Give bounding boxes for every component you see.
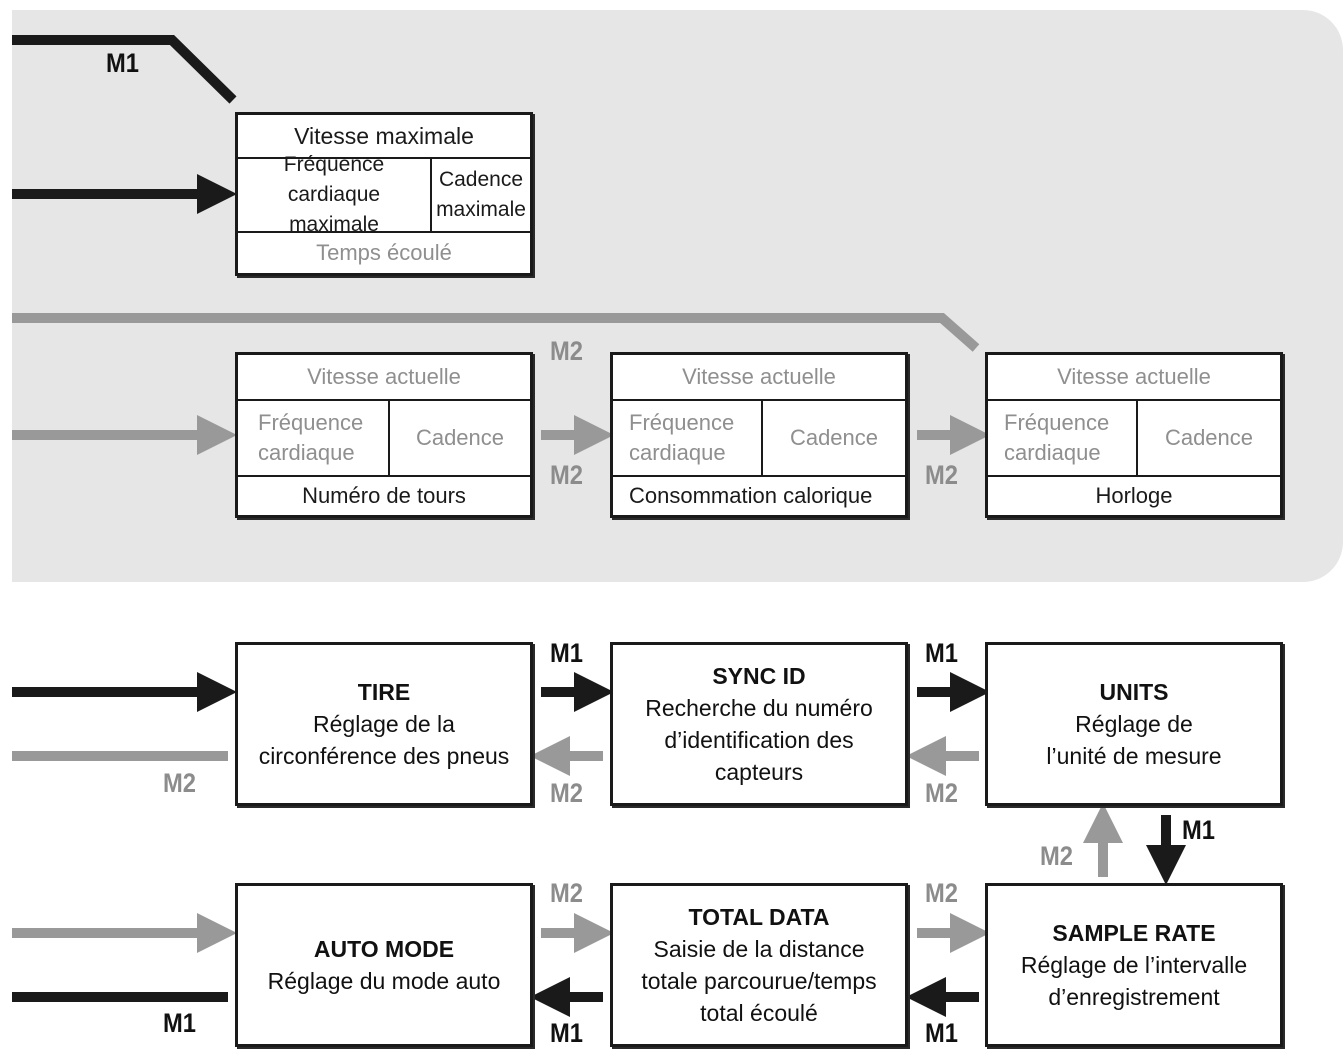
- m2-label: M2: [550, 878, 584, 908]
- current-screen-clock: Vitesse actuelle Fréquence cardiaque Cad…: [985, 352, 1283, 518]
- max-speed-field: Vitesse maximale: [294, 123, 474, 149]
- m2-label: M2: [550, 778, 584, 808]
- m2-label: M2: [550, 336, 584, 366]
- m2-label: M2: [925, 878, 959, 908]
- units-title: UNITS: [1099, 679, 1169, 705]
- m2-label: M2: [163, 768, 197, 798]
- sync-id-description: Recherche du numéro d’identification des…: [645, 695, 873, 785]
- sample-rate-setting-box: SAMPLE RATE Réglage de l’intervalle d’en…: [985, 883, 1283, 1047]
- m2-label: M2: [550, 460, 584, 490]
- heart-rate-field: Fréquence cardiaque: [1004, 410, 1110, 465]
- auto-mode-setting-box: AUTO MODE Réglage du mode auto: [235, 883, 533, 1047]
- calorie-consumption-field: Consommation calorique: [629, 483, 873, 508]
- tire-title: TIRE: [357, 679, 411, 705]
- m2-label: M2: [925, 460, 959, 490]
- auto-mode-description: Réglage du mode auto: [267, 968, 501, 994]
- total-data-setting-box: TOTAL DATA Saisie de la distance totale …: [610, 883, 908, 1047]
- max-cadence-field: Cadence maximale: [436, 168, 526, 221]
- m1-label: M1: [550, 638, 584, 668]
- heart-rate-field: Fréquence cardiaque: [629, 410, 735, 465]
- sample-rate-description: Réglage de l’intervalle d’enregistrement: [1020, 952, 1248, 1010]
- m1-bent-line: [12, 35, 237, 104]
- tire-description: Réglage de la circonférence des pneus: [258, 711, 510, 769]
- current-speed-field: Vitesse actuelle: [307, 364, 461, 389]
- current-screen-calories: Vitesse actuelle Fréquence cardiaque Cad…: [610, 352, 908, 518]
- clock-field: Horloge: [1095, 483, 1173, 508]
- m1-label: M1: [925, 1018, 959, 1048]
- sync-id-setting-box: SYNC ID Recherche du numéro d’identifica…: [610, 642, 908, 806]
- auto-mode-title: AUTO MODE: [313, 936, 455, 962]
- cadence-field: Cadence: [789, 425, 879, 450]
- units-setting-box: UNITS Réglage de l’unité de mesure: [985, 642, 1283, 806]
- cadence-field: Cadence: [1164, 425, 1254, 450]
- sample-rate-title: SAMPLE RATE: [1052, 920, 1216, 946]
- m1-label: M1: [163, 1008, 197, 1038]
- m1-label: M1: [925, 638, 959, 668]
- m2-label: M2: [1040, 841, 1074, 871]
- cadence-field: Cadence: [415, 425, 505, 450]
- m2-label: M2: [925, 778, 959, 808]
- m1-label: M1: [1182, 815, 1216, 845]
- m2-bent-line: [12, 313, 980, 352]
- max-heart-rate-field: Fréquence cardiaque maximale: [283, 153, 385, 236]
- current-speed-field: Vitesse actuelle: [682, 364, 836, 389]
- total-data-title: TOTAL DATA: [688, 904, 830, 930]
- total-data-description: Saisie de la distance totale parcourue/t…: [641, 936, 877, 1026]
- max-values-screen: Vitesse maximale Fréquence cardiaque max…: [235, 112, 533, 276]
- tire-setting-box: TIRE Réglage de la circonférence des pne…: [235, 642, 533, 806]
- elapsed-time-field: Temps écoulé: [316, 240, 452, 265]
- current-screen-laps: Vitesse actuelle Fréquence cardiaque Cad…: [235, 352, 533, 518]
- current-speed-field: Vitesse actuelle: [1057, 364, 1211, 389]
- heart-rate-field: Fréquence cardiaque: [258, 410, 364, 465]
- m1-label: M1: [106, 48, 140, 78]
- m1-label: M1: [550, 1018, 584, 1048]
- sync-id-title: SYNC ID: [712, 663, 806, 689]
- units-description: Réglage de l’unité de mesure: [1046, 711, 1222, 769]
- lap-number-field: Numéro de tours: [302, 483, 466, 508]
